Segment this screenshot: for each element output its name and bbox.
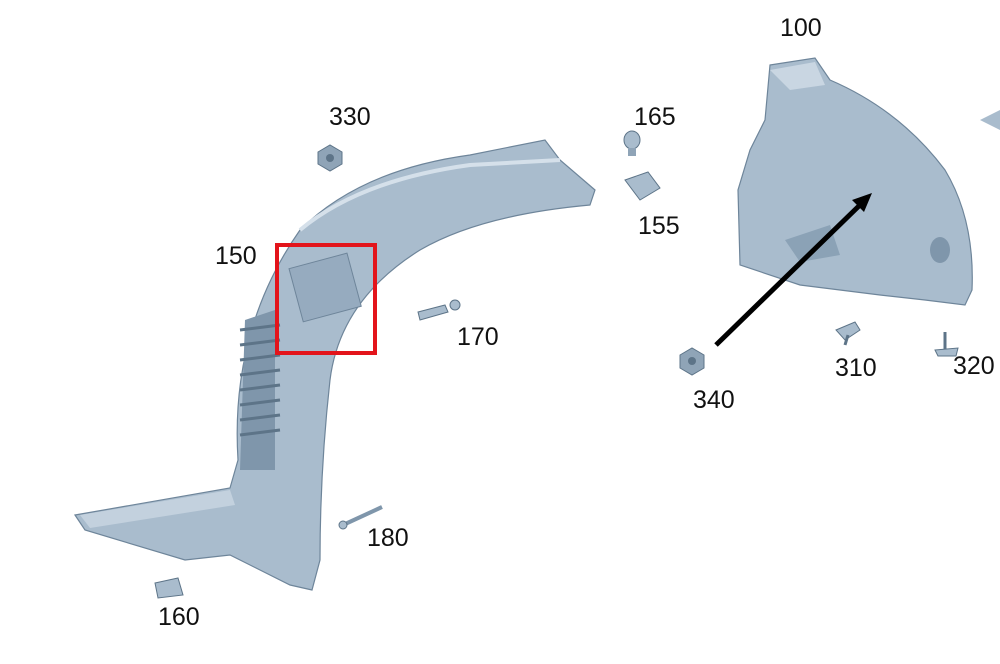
highlight-box [275,243,377,355]
nut-330[interactable] [317,144,343,172]
rivet-310[interactable] [835,321,861,346]
label-160: 160 [158,603,200,631]
arrow [714,193,872,347]
label-320: 320 [953,352,995,380]
label-340: 340 [693,386,735,414]
label-330: 330 [329,103,371,131]
screw-180[interactable] [338,505,383,530]
nut-340[interactable] [679,347,705,376]
label-310: 310 [835,354,877,382]
rivet-170[interactable] [417,299,461,321]
clip-155[interactable] [624,171,661,201]
clip-165[interactable] [623,130,641,156]
label-180: 180 [367,524,409,552]
fender-liner-100[interactable] [737,57,1000,306]
label-170: 170 [457,323,499,351]
wheel-arch-liner-150[interactable] [73,139,596,591]
label-150: 150 [215,242,257,270]
rivet-320[interactable] [934,332,959,357]
label-100: 100 [780,14,822,42]
label-155: 155 [638,212,680,240]
label-165: 165 [634,103,676,131]
clip-160[interactable] [154,577,184,599]
